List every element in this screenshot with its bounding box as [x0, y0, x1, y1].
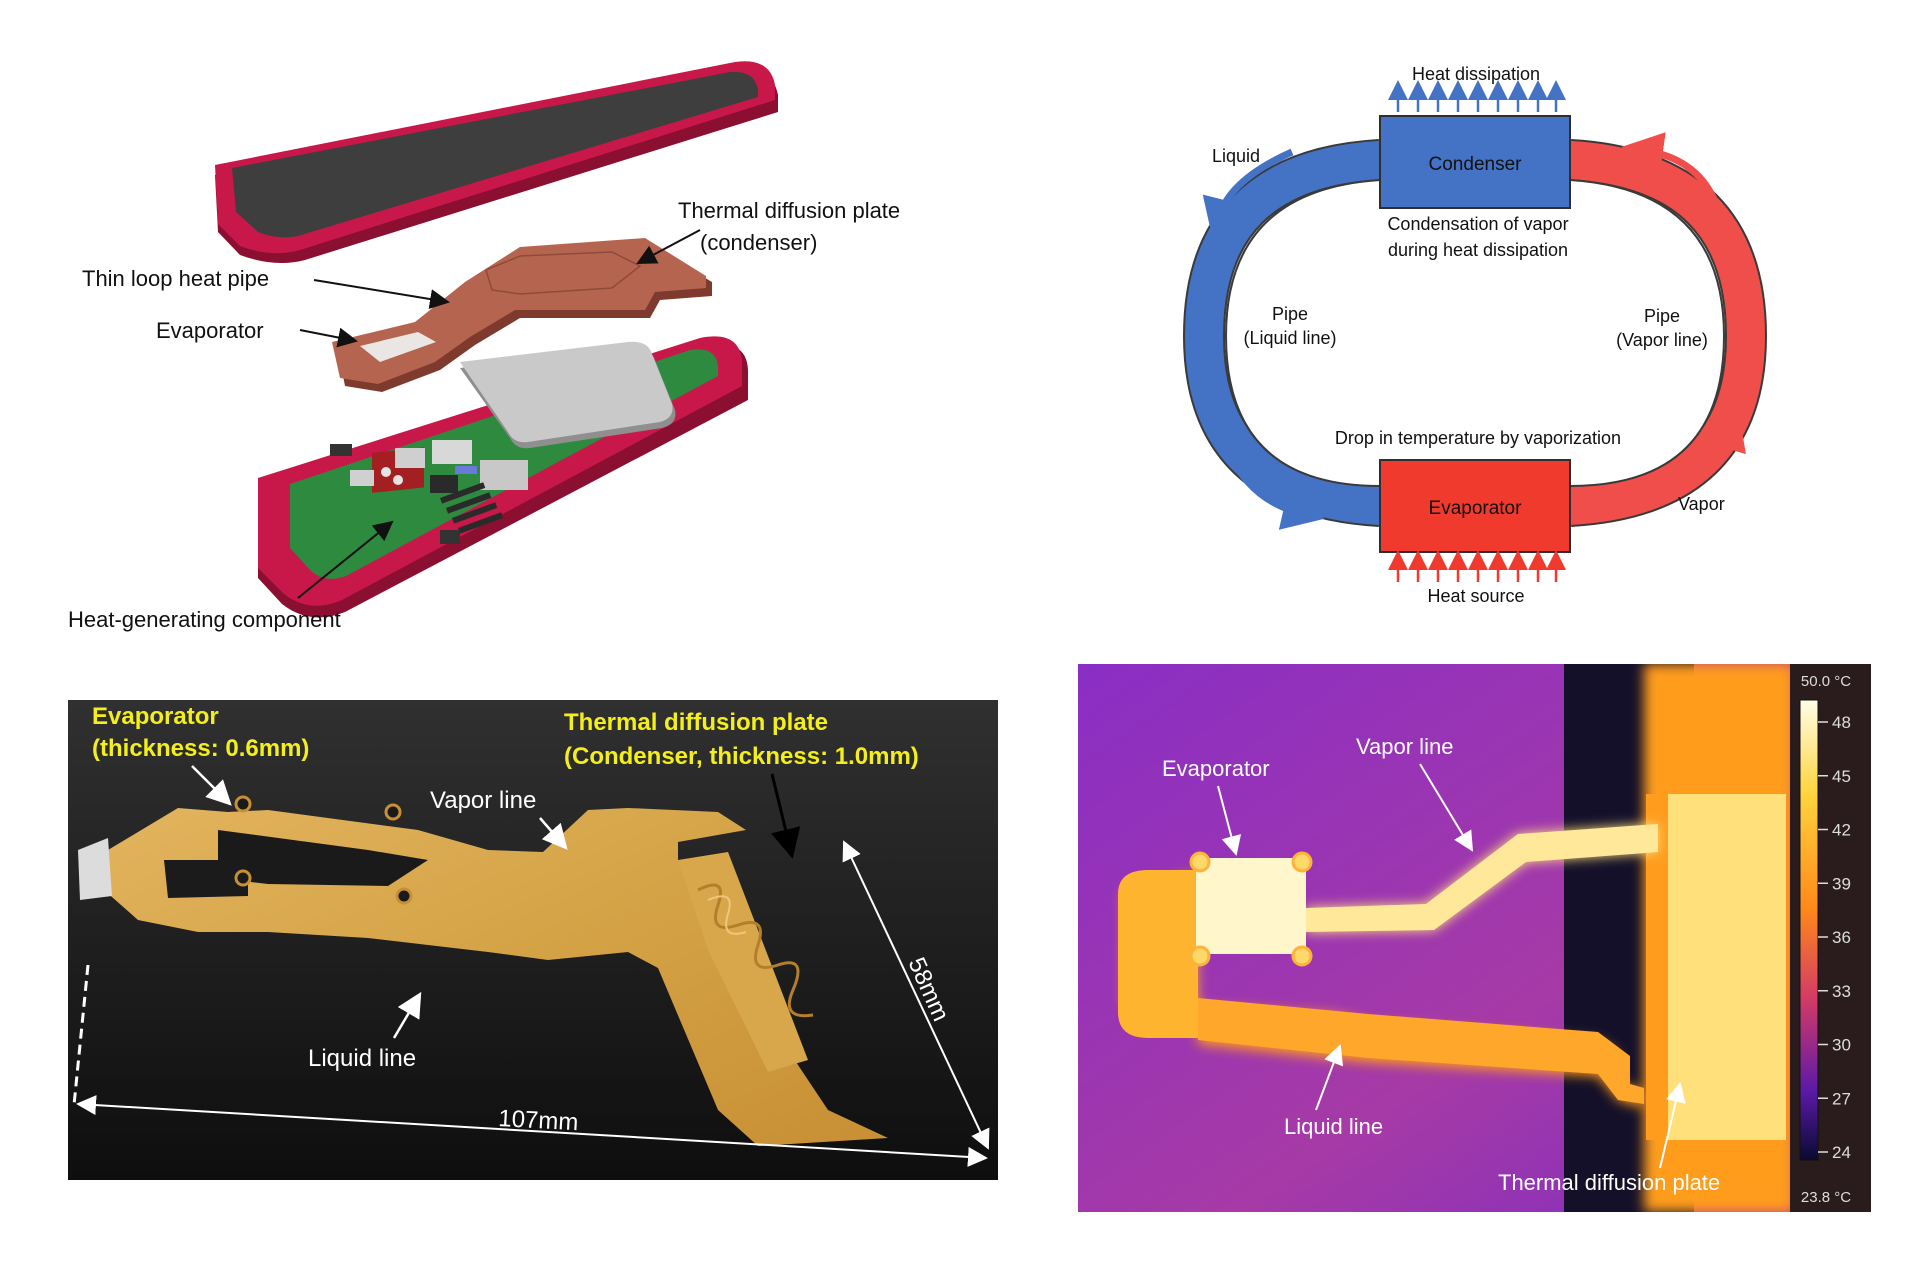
label-evaporator: Evaporator — [156, 318, 264, 343]
liquid-flow-arrow-bottom — [1226, 452, 1325, 530]
photo-evaporator-label: Evaporator — [92, 703, 219, 730]
evaporator-label: Evaporator — [1429, 498, 1523, 519]
label-condenser: (condenser) — [700, 230, 817, 255]
vapor-flow-arrow-bottom — [1658, 407, 1746, 506]
label-loop-heat-pipe: Thin loop heat pipe — [82, 266, 269, 291]
photo-liquid-line-label: Liquid line — [308, 1045, 416, 1072]
board-components — [330, 440, 528, 544]
scale-tick-label: 39 — [1832, 874, 1851, 893]
phone-top-cover: ㅤ — [215, 61, 778, 264]
drop-temp-label: Drop in temperature by vaporization — [1335, 428, 1621, 448]
condensation-label-1: Condensation of vapor — [1387, 214, 1568, 234]
scale-tick-label: 36 — [1832, 928, 1851, 947]
label-thermal-plate: Thermal diffusion plate — [678, 198, 900, 223]
liquid-label: Liquid — [1212, 146, 1260, 166]
loop-heat-pipe-schematic: Condenser Evaporator Heat dissipation He… — [1182, 64, 1768, 606]
scale-tick-label: 27 — [1832, 1089, 1851, 1108]
scale-tick-label: 45 — [1832, 767, 1851, 786]
pipe-left-label-1: Pipe — [1272, 304, 1308, 324]
pipe-right-label-1: Pipe — [1644, 306, 1680, 326]
thermal-image: 50.0 °C 23.8 °C 48 45 42 39 36 33 30 27 24 Evapo… — [1078, 664, 1871, 1212]
condensation-label-2: during heat dissipation — [1388, 240, 1568, 260]
scale-max-label: 50.0 °C — [1801, 673, 1851, 690]
scale-tick-label: 42 — [1832, 821, 1851, 840]
photo-copper-pipe — [78, 795, 888, 1146]
photo-panel: 107mm 58mm Evaporator (thickness: 0.6mm)… — [68, 700, 998, 1180]
scale-ticks: 48 45 42 39 36 33 30 27 24 — [1818, 713, 1851, 1162]
heat-dissipation-label: Heat dissipation — [1412, 64, 1540, 84]
heat-dissipation-arrows — [1388, 80, 1566, 112]
condenser-box — [1379, 115, 1571, 209]
thermal-liquid-line-label: Liquid line — [1284, 1114, 1383, 1139]
thermal-image-panel: 50.0 °C 23.8 °C 48 45 42 39 36 33 30 27 24 Evapo… — [1078, 664, 1871, 1212]
exploded-view-panel: ㅤ Thermal diffusion plate (condenser) — [0, 0, 1000, 650]
exploded-view-illustration: ㅤ Thermal diffusion plate (condenser) — [68, 61, 900, 632]
thermal-plate-label: Thermal diffusion plate — [1498, 1170, 1720, 1195]
photo-evaporator-thickness: (thickness: 0.6mm) — [92, 735, 309, 762]
label-heat-component: Heat-generating component — [68, 607, 341, 632]
thermal-evaporator-label: Evaporator — [1162, 756, 1270, 781]
scale-tick-label: 24 — [1832, 1143, 1851, 1162]
liquid-line-pipe — [1184, 141, 1382, 525]
loop-diagram-panel: Condenser Evaporator Heat dissipation He… — [1180, 40, 1800, 620]
scale-tick-label: 30 — [1832, 1036, 1851, 1055]
condenser-label: Condenser — [1429, 154, 1523, 175]
svg-text:ㅤ: ㅤ — [315, 199, 329, 215]
dimension-dash — [72, 964, 90, 1106]
vapor-flow-arrow-top — [1621, 132, 1720, 206]
heat-source-label: Heat source — [1427, 586, 1524, 606]
photo-plate-label: Thermal diffusion plate — [564, 709, 828, 736]
heat-source-arrows — [1388, 550, 1566, 582]
vapor-label: Vapor — [1678, 494, 1725, 514]
heat-pipe-photo: 107mm 58mm Evaporator (thickness: 0.6mm)… — [68, 700, 998, 1180]
pipe-left-label-2: (Liquid line) — [1243, 328, 1336, 348]
height-dimension-line — [842, 840, 990, 1150]
photo-vapor-line-label: Vapor line — [430, 787, 536, 814]
temperature-scale-bar — [1799, 699, 1819, 1161]
scale-min-label: 23.8 °C — [1801, 1189, 1851, 1206]
pipe-right-label-2: (Vapor line) — [1616, 330, 1708, 350]
evaporator-box — [1379, 459, 1571, 553]
photo-plate-thickness: (Condenser, thickness: 1.0mm) — [564, 743, 919, 770]
loop-heat-pipe-illustration — [332, 238, 712, 392]
vapor-line-pipe — [1568, 141, 1766, 525]
scale-tick-label: 48 — [1832, 713, 1851, 732]
scale-tick-label: 33 — [1832, 982, 1851, 1001]
width-dimension-line — [76, 1095, 988, 1167]
thermal-vapor-line-label: Vapor line — [1356, 734, 1453, 759]
liquid-flow-arrow-top — [1202, 148, 1294, 241]
width-dimension-label: 107mm — [498, 1105, 579, 1136]
